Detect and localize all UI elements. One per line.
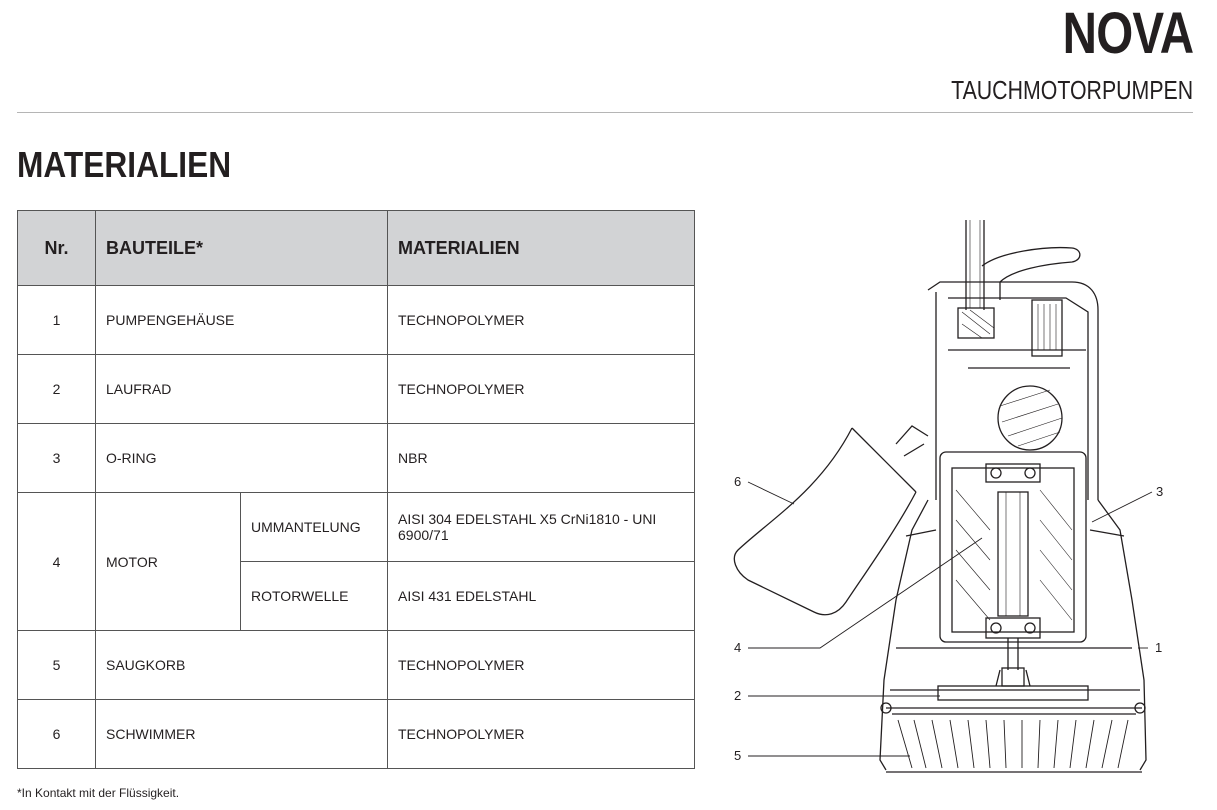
- callout-6: 6: [734, 474, 741, 489]
- callout-2: 2: [734, 688, 741, 703]
- callout-4: 4: [734, 640, 741, 655]
- row-nr: 2: [17, 354, 96, 424]
- header-bauteile: BAUTEILE*: [95, 210, 388, 286]
- materials-table: Nr. BAUTEILE* MATERIALIEN 1 PUMPENGEHÄUS…: [17, 210, 695, 769]
- footnote: *In Kontakt mit der Flüssigkeit.: [17, 786, 180, 800]
- section-title: MATERIALIEN: [17, 144, 232, 185]
- table-row: 3 O-RING NBR: [17, 423, 695, 493]
- row-material: TECHNOPOLYMER: [387, 285, 695, 355]
- row-nr: 5: [17, 630, 96, 700]
- row-material: TECHNOPOLYMER: [387, 630, 695, 700]
- brand-title: NOVA: [1062, 1, 1193, 66]
- header-materialien: MATERIALIEN: [387, 210, 695, 286]
- pump-cross-section-diagram: 6 3 4 1 2 5: [733, 220, 1163, 773]
- row-part: O-RING: [95, 423, 388, 493]
- callout-1: 1: [1155, 640, 1162, 655]
- row-nr: 6: [17, 699, 96, 769]
- table-row: 1 PUMPENGEHÄUSE TECHNOPOLYMER: [17, 285, 695, 355]
- page-subtitle: TAUCHMOTORPUMPEN: [950, 75, 1193, 105]
- table-row: ROTORWELLE AISI 431 EDELSTAHL: [18, 561, 695, 631]
- table-row: 6 SCHWIMMER TECHNOPOLYMER: [17, 699, 695, 769]
- row-nr: 1: [17, 285, 96, 355]
- row-subpart: ROTORWELLE: [240, 561, 388, 631]
- row-part: MOTOR: [95, 492, 241, 631]
- table-row: 2 LAUFRAD TECHNOPOLYMER: [17, 354, 695, 424]
- row-nr: 3: [17, 423, 96, 493]
- row-part: SCHWIMMER: [95, 699, 388, 769]
- table-header-row: Nr. BAUTEILE* MATERIALIEN: [17, 210, 695, 286]
- row-material: AISI 304 EDELSTAHL X5 CrNi1810 - UNI 690…: [387, 492, 695, 562]
- callout-5: 5: [734, 748, 741, 763]
- row-part: PUMPENGEHÄUSE: [95, 285, 388, 355]
- row-subpart: UMMANTELUNG: [240, 492, 388, 562]
- row-part: SAUGKORB: [95, 630, 388, 700]
- row-nr: 4: [17, 492, 96, 631]
- row-material: NBR: [387, 423, 695, 493]
- row-material: TECHNOPOLYMER: [387, 699, 695, 769]
- callout-3: 3: [1156, 484, 1163, 499]
- table-row: 4 MOTOR UMMANTELUNG AISI 304 EDELSTAHL X…: [17, 492, 695, 631]
- header-nr: Nr.: [17, 210, 96, 286]
- row-material: TECHNOPOLYMER: [387, 354, 695, 424]
- header-divider: [17, 112, 1193, 113]
- table-row: 5 SAUGKORB TECHNOPOLYMER: [17, 630, 695, 700]
- row-material: AISI 431 EDELSTAHL: [387, 561, 695, 631]
- row-part: LAUFRAD: [95, 354, 388, 424]
